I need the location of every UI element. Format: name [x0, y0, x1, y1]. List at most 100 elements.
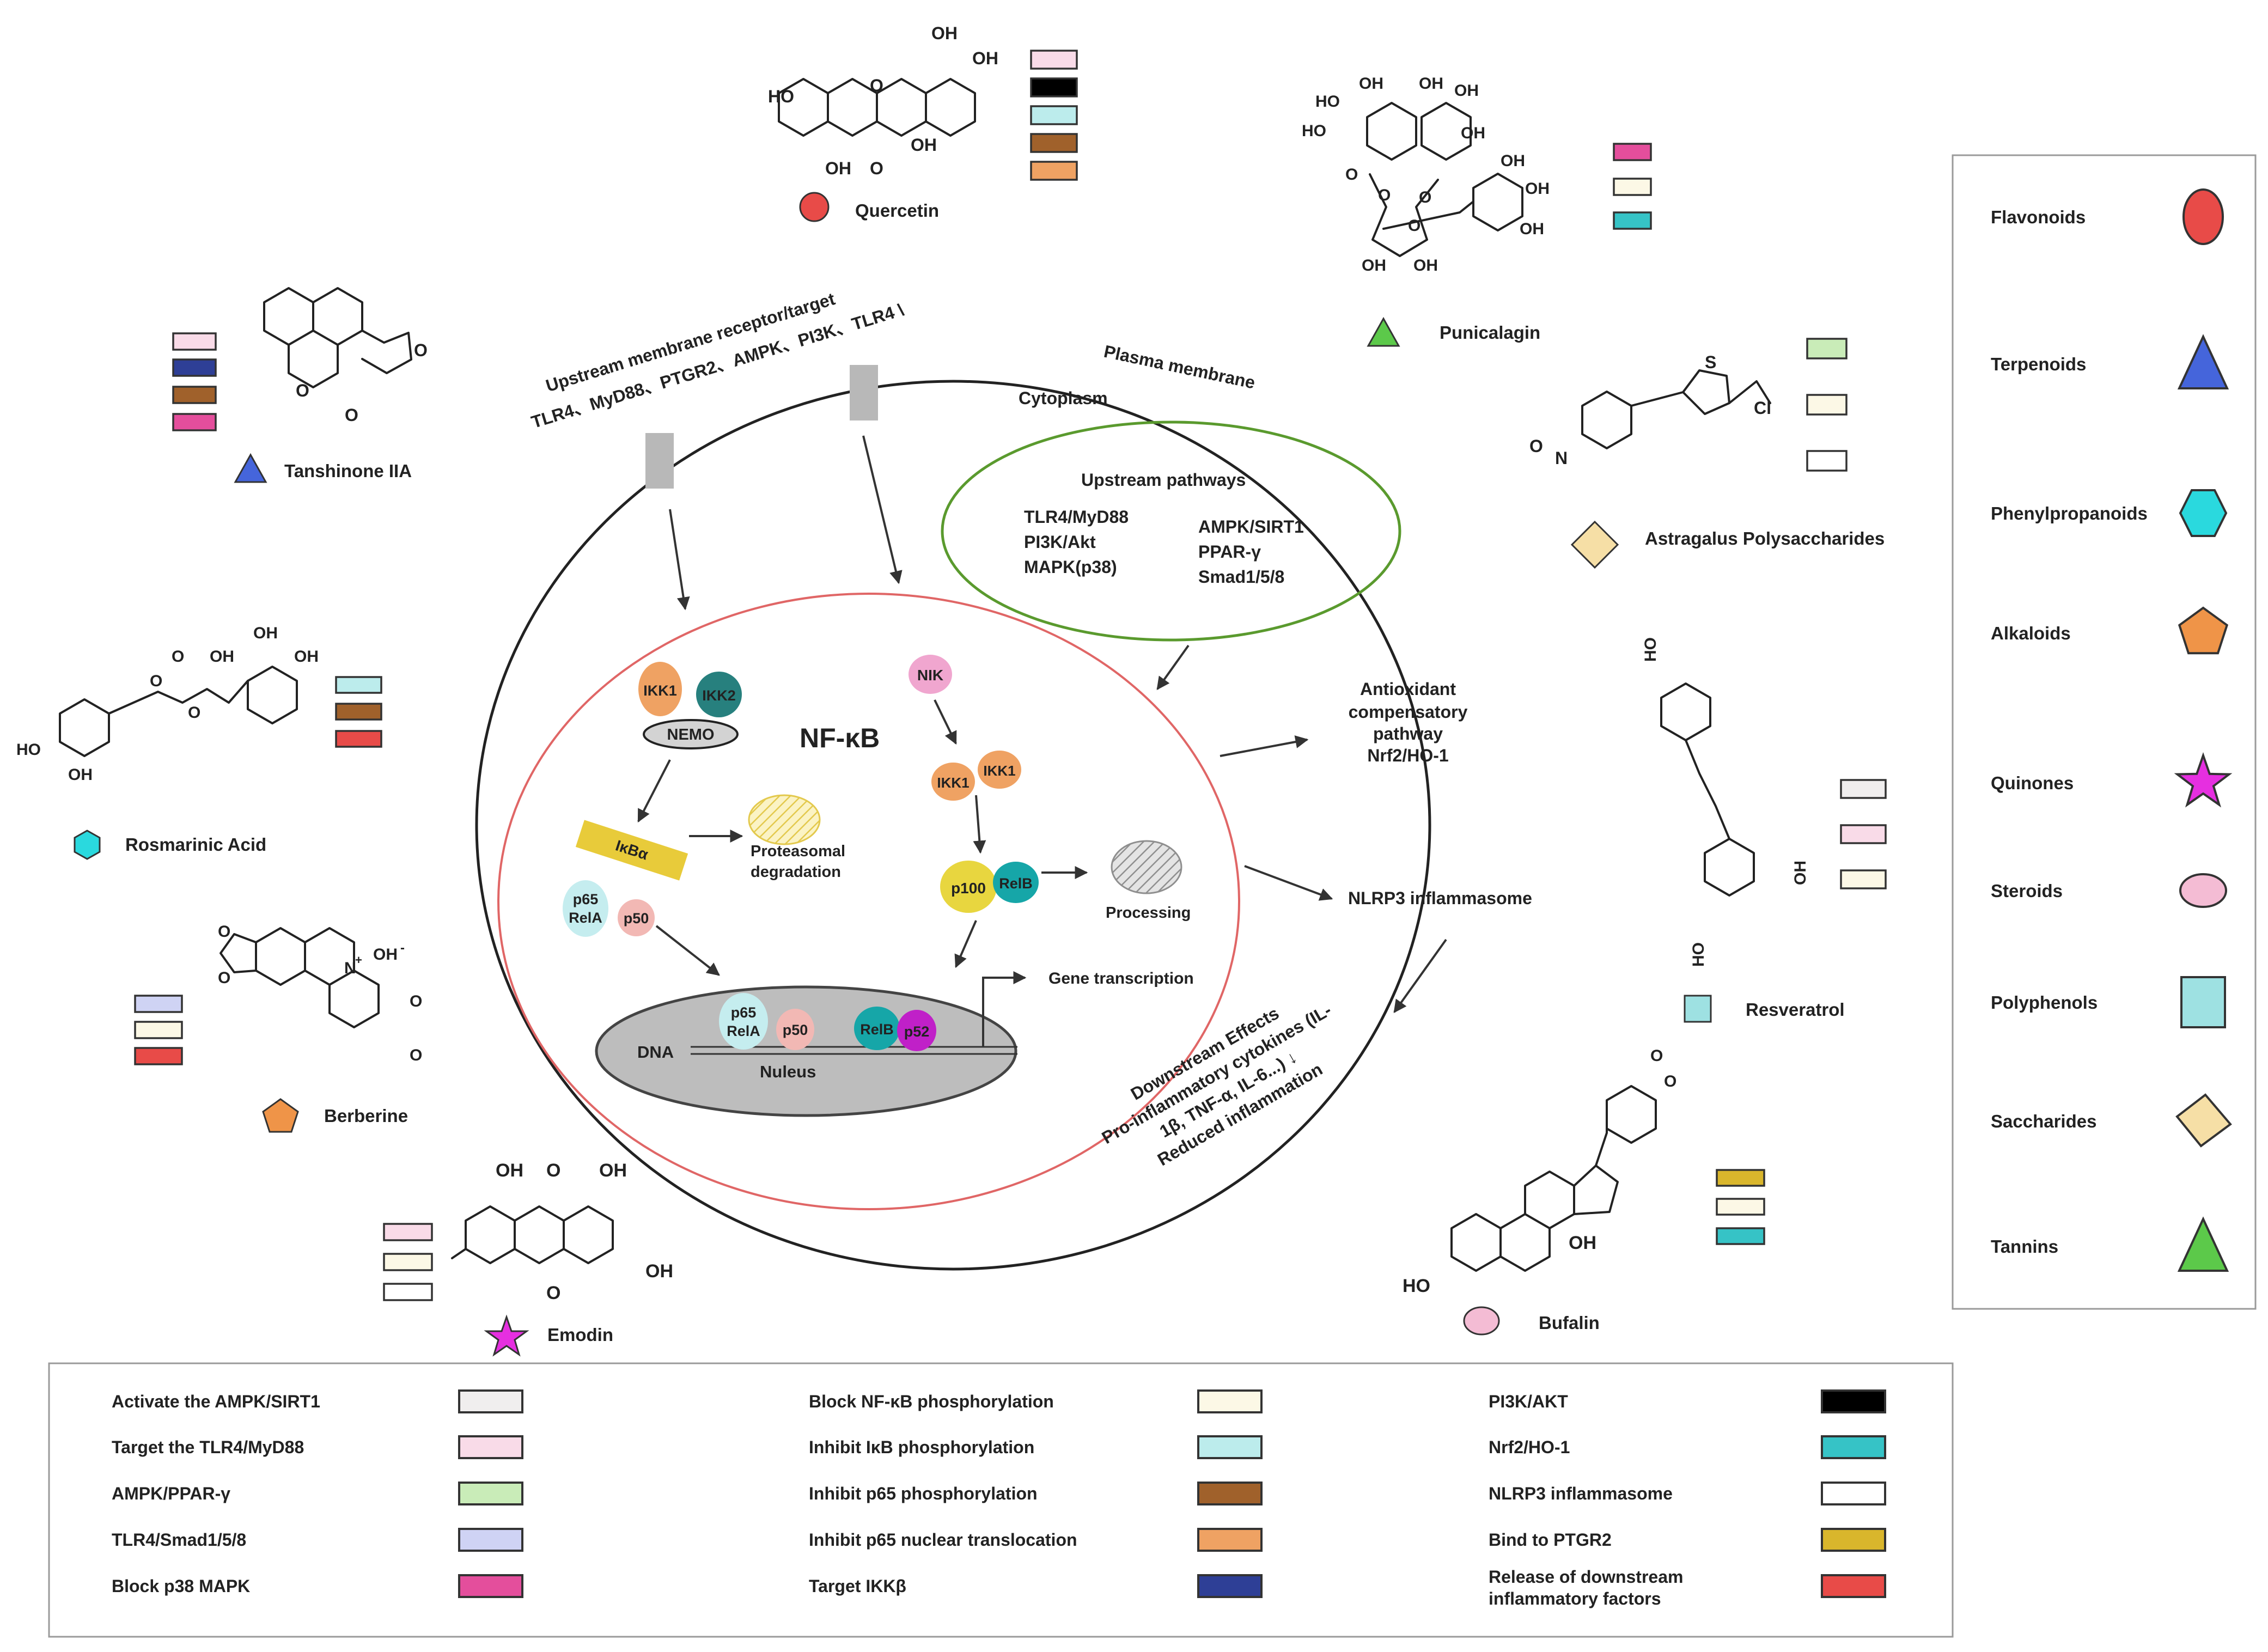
quercetin-name: Quercetin [855, 200, 939, 221]
nik-label: NIK [917, 667, 943, 684]
tanshinone-tag-0 [172, 332, 217, 351]
bufalin-class-marker [1463, 1306, 1500, 1336]
dna-label: DNA [637, 1043, 674, 1062]
berberine-minus: - [400, 941, 405, 955]
punicalagin-tag-2 [1613, 211, 1652, 230]
compound-emodin: Emodin [383, 1223, 613, 1357]
astragalus-o: O [1529, 436, 1543, 456]
relb-label: RelB [999, 875, 1033, 892]
p65-rela-protein [563, 880, 608, 937]
antioxidant-label: Antioxidant compensatory pathway Nrf2/HO… [1349, 679, 1468, 765]
upstream-receptor-label: Upstream membrane receptor/target TLR4、M… [529, 289, 906, 432]
processing-icon [1111, 840, 1182, 894]
resveratrol-oh-right: OH [1791, 861, 1809, 885]
mechanism-legend-swatch-inhibit-p65-phosphorylation [1197, 1482, 1263, 1505]
downstream-effects-label: Downstream Effects Pro-inflammatory cyto… [1099, 1000, 1335, 1169]
relb-protein [993, 862, 1039, 903]
rosmarinic-tag-0 [335, 676, 382, 694]
nucleus-p50 [776, 1009, 814, 1050]
punicalagin-ho-1: HO [1315, 93, 1340, 111]
mechanism-legend-label-target-the-tlr4-myd88: Target the TLR4/MyD88 [112, 1437, 304, 1457]
resveratrol-tag-2 [1840, 869, 1887, 889]
bufalin-ho: HO [1403, 1276, 1430, 1296]
transcription-start-arrow [982, 971, 1027, 1047]
resveratrol-class-marker [1684, 995, 1712, 1023]
astragalus-tag-2 [1806, 450, 1848, 472]
cytoplasm-label: Cytoplasm [1019, 388, 1108, 408]
nucleus-p50-label: p50 [783, 1022, 808, 1038]
compound-astragalus: Astragalus Polysaccharides [1570, 338, 1885, 569]
ikk1-protein [638, 662, 682, 716]
resveratrol-ho-top: HO [1642, 637, 1660, 662]
class-legend-label-alkaloids: Alkaloids [1991, 623, 2071, 643]
rosmarinic-oh-acid: OH [210, 648, 234, 666]
arrow-receptor-right [862, 435, 903, 584]
class-legend-steroids-icon [2179, 873, 2227, 908]
nucleus-rela-label: RelA [727, 1023, 760, 1039]
berberine-name: Berberine [324, 1106, 408, 1126]
punicalagin-class-marker [1367, 316, 1400, 347]
punicalagin-o-4: O [1408, 217, 1420, 235]
resveratrol-name: Resveratrol [1746, 999, 1845, 1020]
berberine-o-3: O [410, 992, 422, 1010]
emodin-tag-0 [383, 1223, 433, 1241]
punicalagin-name: Punicalagin [1440, 322, 1540, 343]
quercetin-oh-bottom: OH [825, 159, 851, 178]
bufalin-tag-2 [1716, 1227, 1765, 1245]
quercetin-o-keto: O [870, 159, 883, 178]
mechanism-legend-frame [48, 1362, 1954, 1638]
bufalin-o-ring: O [1664, 1072, 1676, 1090]
bufalin-structure: O O OH HO [1403, 1047, 1676, 1296]
ikk2-protein [696, 672, 742, 717]
class-legend-tannins-icon [2177, 1216, 2229, 1272]
nucleus-p65-rela [719, 993, 768, 1050]
tanshinone-o-3: O [345, 405, 358, 425]
bufalin-tag-0 [1716, 1169, 1765, 1187]
berberine-tag-2 [134, 1047, 183, 1065]
class-legend-label-terpenoids: Terpenoids [1991, 354, 2086, 374]
antioxidant-line-3: pathway [1373, 724, 1443, 743]
emodin-oh-3: OH [645, 1261, 673, 1282]
berberine-structure: O O N + OH - O O [218, 923, 422, 1064]
quercetin-class-marker [799, 192, 830, 222]
bufalin-tag-1 [1716, 1198, 1765, 1216]
class-legend-label-quinones: Quinones [1991, 773, 2074, 793]
mechanism-legend-label-block-p38-mapk: Block p38 MAPK [112, 1576, 250, 1596]
quercetin-tag-0 [1030, 50, 1078, 70]
class-legend-label-tannins: Tannins [1991, 1236, 2058, 1257]
rosmarinic-oh-top-2: OH [294, 648, 319, 666]
nik-protein [909, 655, 952, 694]
arrow-upstream-down [1156, 644, 1190, 690]
punicalagin-structure: HO OH OH OH HO OH OH O O OH OH O O OH OH [1302, 75, 1550, 275]
arrow-nemo-ikba [637, 759, 671, 823]
nucleus-relb [854, 1007, 900, 1050]
punicalagin-oh-8: OH [1362, 257, 1386, 275]
punicalagin-o-3: O [1419, 188, 1431, 206]
compound-bufalin: Bufalin [1463, 1169, 1765, 1336]
rosmarinic-tag-2 [335, 730, 382, 748]
mechanism-legend-label-nrf2-ho-1: Nrf2/HO-1 [1489, 1437, 1570, 1457]
astragalus-n: N [1555, 448, 1568, 468]
punicalagin-oh-3: OH [1454, 82, 1479, 100]
class-legend-alkaloids-icon [2178, 606, 2229, 655]
punicalagin-oh-4: OH [1461, 124, 1485, 142]
astragalus-tag-0 [1806, 338, 1848, 359]
proteasomal-label-1: Proteasomal [751, 843, 845, 860]
tanshinone-class-marker [234, 453, 267, 483]
p100-label: p100 [951, 880, 986, 897]
berberine-plus: + [355, 953, 362, 967]
astragalus-name: Astragalus Polysaccharides [1645, 528, 1885, 548]
mechanism-legend-label-inhibit-p65-phosphorylation: Inhibit p65 phosphorylation [809, 1484, 1038, 1503]
emodin-oh-2: OH [599, 1160, 627, 1181]
ikba-protein [575, 820, 688, 881]
upstream-pathway-right-1: AMPK/SIRT1 [1198, 517, 1304, 537]
processing-label: Processing [1106, 904, 1191, 922]
mechanism-legend-label-tlr4-smad1-5-8: TLR4/Smad1/5/8 [112, 1530, 246, 1550]
mechanism-legend-label-target-ikk: Target IKKβ [809, 1576, 906, 1596]
compound-rosmarinic: Rosmarinic Acid [74, 676, 382, 860]
nucleus-label: Nuleus [760, 1062, 816, 1081]
nlrp3-label: NLRP3 inflammasome [1348, 888, 1532, 908]
mechanism-legend-label-pi3k-akt: PI3K/AKT [1489, 1392, 1568, 1411]
rela-label: RelA [569, 910, 602, 926]
quercetin-tag-1 [1030, 77, 1078, 97]
